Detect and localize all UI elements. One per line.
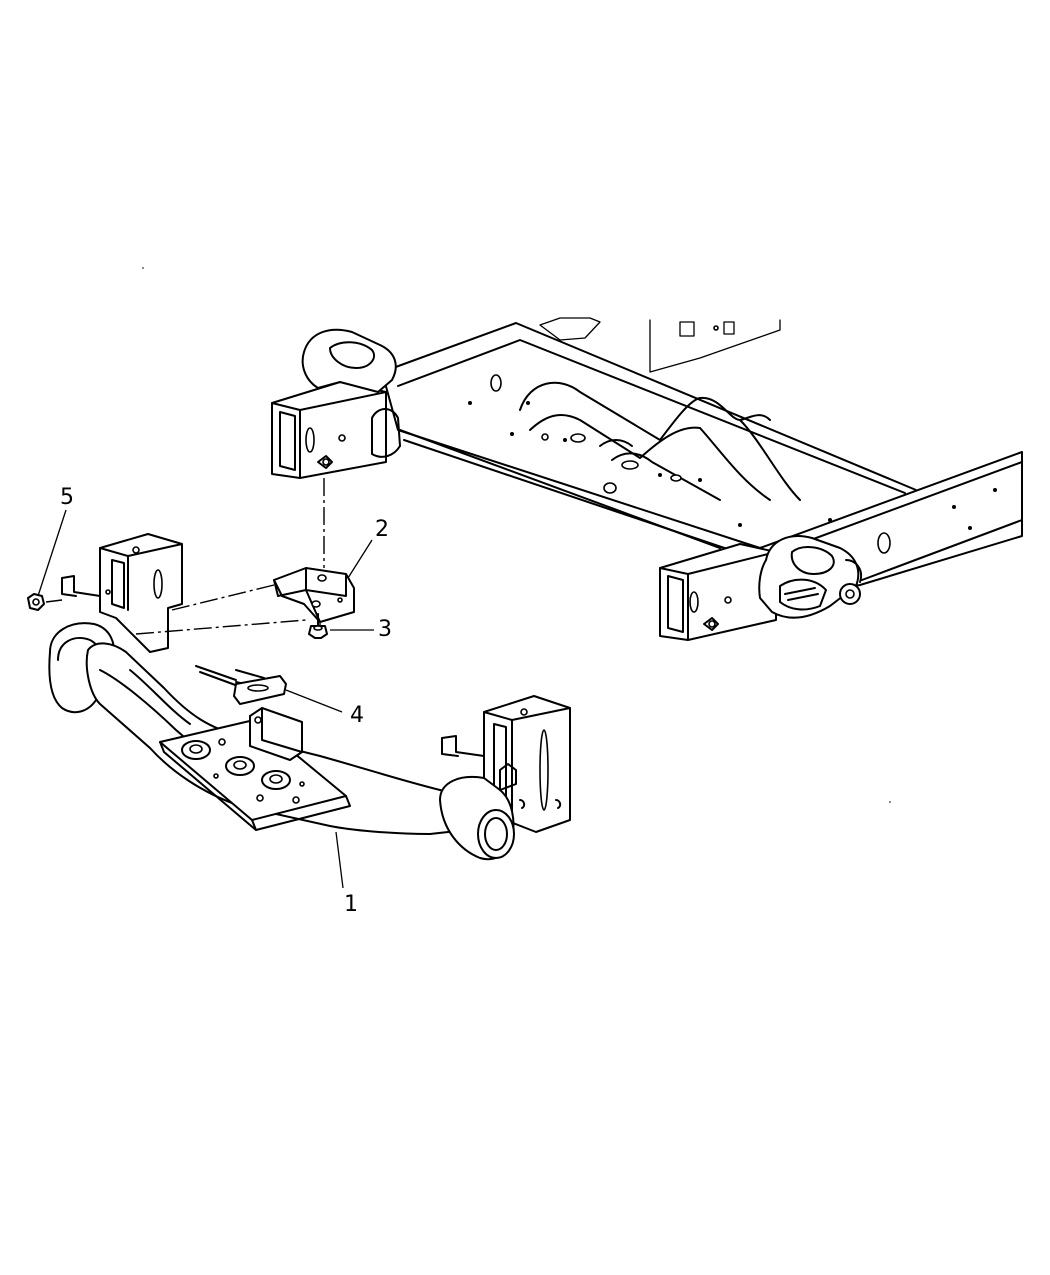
left-rail-end <box>271 328 401 479</box>
callout-1: 1 <box>344 892 358 917</box>
vehicle-frame <box>271 317 1023 641</box>
callout-4: 4 <box>350 703 364 728</box>
nut <box>27 593 45 611</box>
scan-speck <box>889 801 891 803</box>
leader-1 <box>335 831 344 889</box>
callout-3: 3 <box>378 617 392 642</box>
crossmember <box>48 533 571 861</box>
right-rail-end <box>659 535 862 641</box>
bolt <box>308 613 328 639</box>
left-frame-rail <box>381 322 917 561</box>
scan-speck <box>142 267 144 269</box>
leader-5 <box>37 509 67 597</box>
assembly-lines <box>45 478 325 635</box>
callout-leaders <box>37 509 374 889</box>
leader-4 <box>285 689 343 713</box>
bracket <box>273 567 355 623</box>
cab-outline <box>539 317 781 373</box>
callout-2: 2 <box>375 517 389 542</box>
leader-2 <box>347 539 373 579</box>
bolt-and-washer <box>195 665 287 705</box>
callout-labels: 1 2 3 4 5 <box>60 485 392 917</box>
callout-5: 5 <box>60 485 74 510</box>
frame-crossmember-upper <box>519 381 801 501</box>
